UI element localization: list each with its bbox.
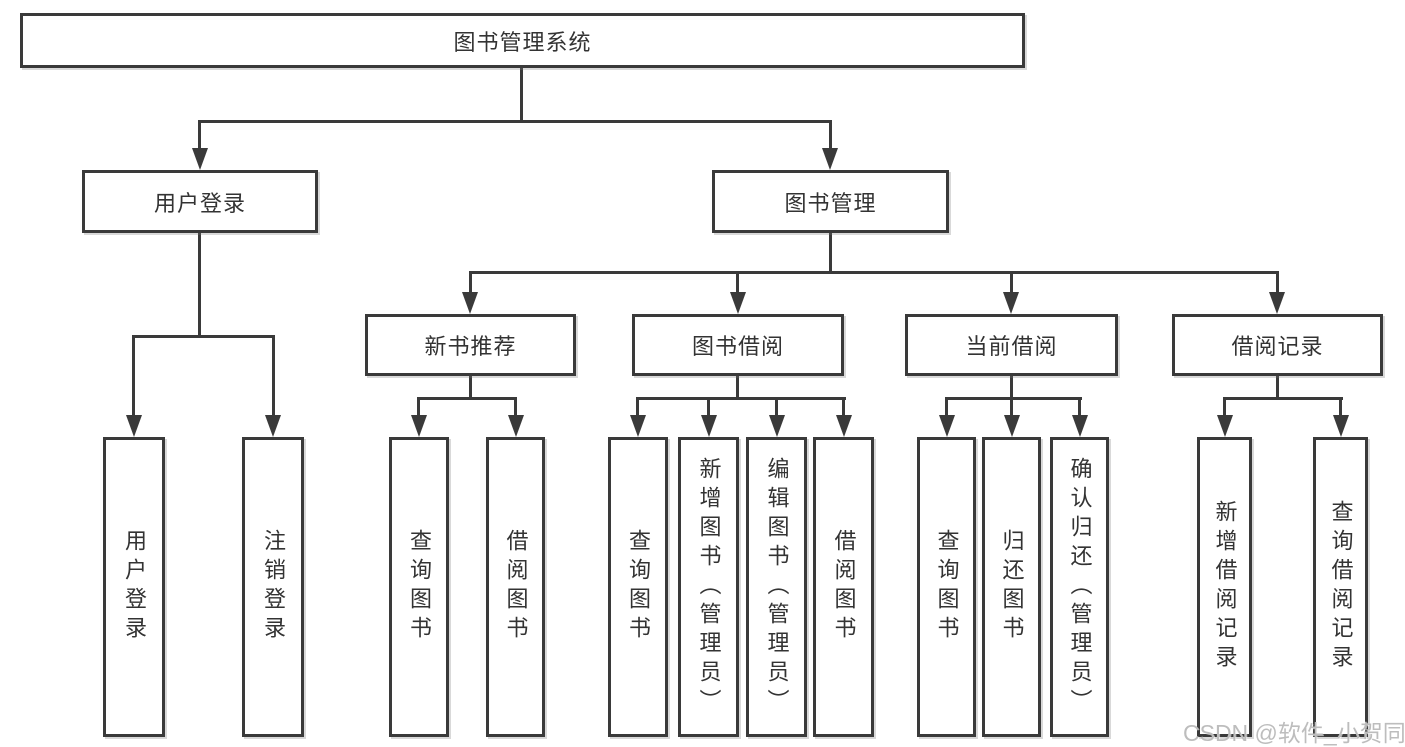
connector [469, 376, 472, 399]
leaf-borrow-query-books: 查询图书 [608, 437, 668, 737]
connector [707, 397, 710, 417]
watermark: CSDN @软件_小贺同学 [1183, 720, 1405, 746]
leaf-current-confirm-return-admin: 确认归还（管理员） [1050, 437, 1109, 737]
leaf-recommend-query-books: 查询图书 [389, 437, 449, 737]
arrowhead-down [701, 415, 717, 437]
connector [417, 397, 420, 417]
connector [1010, 376, 1013, 399]
node-new-book-recommend: 新书推荐 [365, 314, 576, 376]
connector [636, 397, 639, 417]
node-book-management: 图书管理 [712, 170, 949, 233]
connector [842, 397, 845, 417]
connector [132, 335, 135, 415]
connector [829, 233, 832, 273]
leaf-records-query-record: 查询借阅记录 [1313, 437, 1368, 737]
leaf-current-query-books: 查询图书 [917, 437, 976, 737]
leaf-user-login: 用户登录 [103, 437, 165, 737]
arrowhead-down [769, 415, 785, 437]
connector [1339, 397, 1342, 417]
connector [1276, 271, 1279, 295]
node-user-login: 用户登录 [82, 170, 318, 233]
connector [775, 397, 778, 417]
connector [736, 271, 739, 295]
arrowhead-down [1333, 415, 1349, 437]
connector [520, 66, 523, 122]
leaf-borrow-add-books-admin: 新增图书（管理员） [678, 437, 739, 737]
arrowhead-down [1269, 292, 1285, 314]
arrowhead-down [939, 415, 955, 437]
arrowhead-down [1004, 415, 1020, 437]
connector [1010, 271, 1013, 295]
connector [198, 120, 832, 123]
node-book-borrow: 图书借阅 [632, 314, 844, 376]
arrowhead-down [192, 148, 208, 170]
connector [636, 397, 846, 400]
arrowhead-down [265, 415, 281, 437]
leaf-borrow-edit-books-admin: 编辑图书（管理员） [746, 437, 807, 737]
connector [1223, 397, 1226, 417]
leaf-logout: 注销登录 [242, 437, 304, 737]
connector [1078, 397, 1081, 417]
node-current-borrow: 当前借阅 [905, 314, 1118, 376]
leaf-borrow-borrow-books: 借阅图书 [813, 437, 874, 737]
connector [198, 233, 201, 337]
connector [1010, 397, 1013, 417]
arrowhead-down [836, 415, 852, 437]
arrowhead-down [1072, 415, 1088, 437]
arrowhead-down [508, 415, 524, 437]
arrowhead-down [730, 292, 746, 314]
node-borrow-records: 借阅记录 [1172, 314, 1383, 376]
connector [272, 335, 275, 415]
connector [1223, 397, 1343, 400]
arrowhead-down [126, 415, 142, 437]
connector [132, 335, 275, 338]
connector [514, 397, 517, 417]
connector [469, 271, 1279, 274]
arrowhead-down [462, 292, 478, 314]
arrowhead-down [1003, 292, 1019, 314]
connector [469, 271, 472, 295]
arrowhead-down [822, 148, 838, 170]
arrowhead-down [1217, 415, 1233, 437]
connector [417, 397, 517, 400]
arrowhead-down [630, 415, 646, 437]
leaf-recommend-borrow-books: 借阅图书 [486, 437, 545, 737]
connector [945, 397, 1082, 400]
connector [829, 120, 832, 150]
connector [945, 397, 948, 417]
connector [198, 120, 201, 150]
leaf-records-add-record: 新增借阅记录 [1197, 437, 1252, 737]
leaf-current-return-books: 归还图书 [982, 437, 1041, 737]
arrowhead-down [411, 415, 427, 437]
connector [736, 376, 739, 399]
node-root: 图书管理系统 [20, 13, 1025, 68]
connector [1276, 376, 1279, 399]
